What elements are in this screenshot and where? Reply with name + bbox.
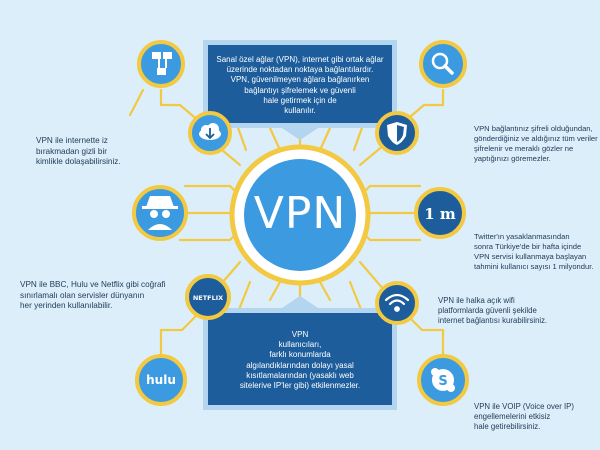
skype-node: S: [417, 354, 469, 406]
bottom-info-line: farklı konumlarda: [269, 350, 331, 360]
caption-line: sonra Türkiye'de bir hafta içinde: [474, 242, 582, 251]
netflix-icon: NETFLIX: [193, 294, 223, 302]
caption-million-users: Twitter'ın yasaklanmasından sonra Türkiy…: [474, 232, 598, 272]
caption-line: bırakmadan gizli bir: [36, 146, 107, 156]
bottom-info-box-frame: [203, 296, 397, 410]
bottom-info-line: algılandıklarından dolayı yasal: [246, 360, 354, 370]
caption-anonymity: VPN ile internette iz bırakmadan gizli b…: [36, 136, 156, 168]
skype-icon: S: [431, 368, 455, 392]
caption-line: platformlarda güvenli şekilde: [438, 306, 537, 315]
million-icon: 1 m: [424, 205, 456, 223]
caption-line: VPN ile VOIP (Voice over IP): [474, 402, 574, 411]
caption-encryption: VPN bağlantınız şifreli olduğundan, gönd…: [474, 124, 598, 164]
caption-line: şifrelenir ve meraklı gözler ne: [474, 144, 574, 153]
top-info-box-frame: [203, 40, 397, 140]
vpn-center-circle: [229, 144, 371, 286]
network-icon: [152, 52, 172, 75]
wifi-node: [375, 281, 419, 325]
caption-voip: VPN ile VOIP (Voice over IP) engellemele…: [474, 402, 598, 432]
caption-geo-restriction: VPN ile BBC, Hulu ve Netflix gibi coğraf…: [20, 280, 190, 312]
caption-line: VPN ile BBC, Hulu ve Netflix gibi coğraf…: [20, 280, 166, 289]
caption-line: her yerinden kullanılabilir.: [20, 301, 113, 310]
top-info-line: bağlantıyı şifrelemek ve güvenli: [244, 85, 356, 95]
caption-line: yaptığınızı göremezler.: [474, 154, 551, 163]
top-info-line: üzerinde noktadan noktaya bağlantılardır…: [226, 65, 374, 75]
caption-line: hale getirebilirsiniz.: [474, 422, 541, 431]
caption-line: tahmini kullanıcı sayısı 1 milyondur.: [474, 262, 594, 271]
shield-icon: [387, 122, 407, 145]
caption-public-wifi: VPN ile halka açık wifi platformlarda gü…: [438, 296, 596, 326]
bottom-info-line: kullanıcıları,: [278, 340, 322, 350]
search-node: [419, 40, 467, 88]
caption-line: VPN bağlantınız şifreli olduğundan,: [474, 124, 593, 133]
top-info-line: hale getirmek için de: [263, 95, 337, 105]
caption-line: internet bağlantısı kurabilirsiniz.: [438, 316, 548, 325]
top-info-text: Sanal özel ağlar (VPN), internet gibi or…: [210, 55, 390, 116]
netflix-node: NETFLIX: [185, 274, 231, 320]
caption-line: kimlikle dolaşabilirsiniz.: [36, 157, 121, 166]
top-info-line: kullanılır.: [284, 106, 316, 116]
caption-line: Twitter'ın yasaklanmasından: [474, 232, 570, 241]
cloud-download-icon: [199, 123, 221, 140]
magnifier-icon: [431, 52, 454, 75]
bottom-info-line: sitelerive IP'ler gibi) etkilenmezler.: [239, 381, 361, 391]
caption-line: sınırlamalı olan servisler dünyanın: [20, 290, 145, 300]
svg-text:S: S: [438, 374, 447, 389]
caption-line: VPN ile halka açık wifi: [438, 296, 515, 305]
spy-icon: [142, 196, 178, 230]
top-info-line: VPN, güvenilmeyen ağlara bağlanırken: [230, 75, 370, 85]
caption-line: engellemelerini etkisiz: [474, 412, 551, 421]
million-node: 1 m: [414, 187, 466, 239]
download-node: [188, 111, 232, 155]
caption-line: gönderdiğiniz ve aldığınız tüm veriler: [474, 134, 598, 143]
caption-line: VPN servisi kullanmaya başlayan: [474, 252, 587, 261]
hulu-node: hulu: [135, 354, 187, 406]
spy-node: [132, 185, 188, 241]
hulu-icon: hulu: [146, 373, 176, 387]
shield-node: [375, 111, 419, 155]
bottom-info-line: kısıtlamalarından (yasaklı web: [246, 370, 354, 380]
top-info-line: Sanal özel ağlar (VPN), internet gibi or…: [216, 55, 384, 64]
vpn-center-label: VPN: [253, 188, 347, 239]
caption-line: VPN ile internette iz: [36, 136, 108, 145]
network-node: [137, 40, 185, 88]
bottom-info-text: VPN kullanıcıları, farklı konumlarda alg…: [210, 330, 390, 391]
bottom-info-line: VPN: [291, 330, 309, 339]
wifi-icon: [384, 293, 410, 312]
